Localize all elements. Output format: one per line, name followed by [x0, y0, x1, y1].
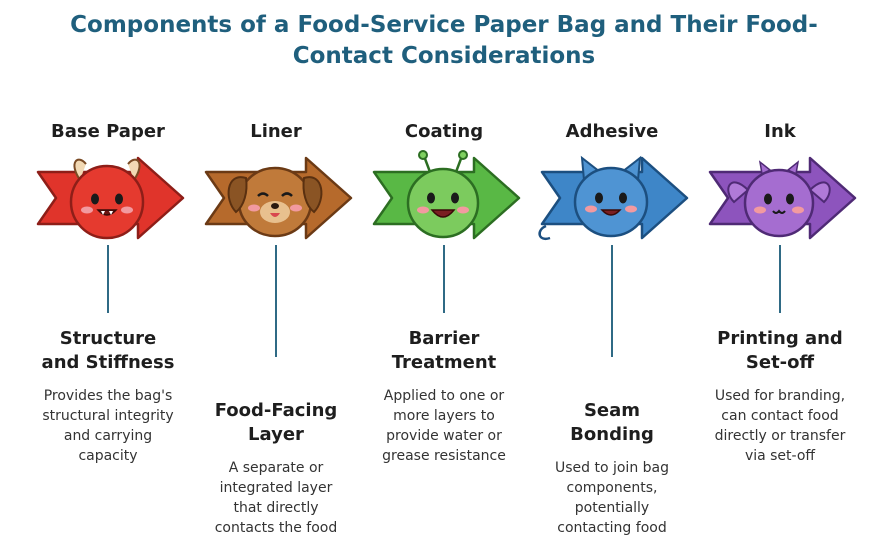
description-line: components, [566, 480, 658, 496]
description-line: capacity [78, 448, 138, 464]
heading-line: Treatment [391, 352, 497, 373]
description-line: more layers to [393, 408, 495, 424]
component-heading: Printing and Set-off [695, 327, 865, 375]
component-base-paper: Base Paper Structure and Stiffness Provi… [23, 0, 193, 557]
component-liner: Liner Food-Facing Layer A separate or in… [191, 0, 361, 557]
heading-line: Structure [59, 328, 157, 349]
winged-monster-icon [708, 156, 857, 240]
connector-line [443, 245, 445, 313]
description-line: contacts the food [214, 520, 338, 536]
connector-line [611, 245, 613, 357]
heading-line: Food-Facing [214, 400, 338, 421]
heading-line: Seam [583, 400, 641, 421]
description-line: via set-off [744, 448, 816, 464]
description-line: Used to join bag [554, 460, 670, 476]
heading-line: Layer [248, 424, 304, 445]
antenna-monster-icon [372, 150, 521, 240]
title-line-2: Contact Considerations [292, 43, 596, 69]
component-adhesive: Adhesive Seam Bonding Used to join bag c… [527, 0, 697, 557]
component-coating: Coating Barrier Treatment Applied to one… [359, 0, 529, 557]
heading-line: Bonding [570, 424, 654, 445]
component-heading: Food-Facing Layer [191, 399, 361, 447]
connector-line [107, 245, 109, 313]
description-line: integrated layer [219, 480, 333, 496]
heading-line: Barrier [408, 328, 480, 349]
description-line: contacting food [557, 520, 667, 536]
component-heading: Barrier Treatment [359, 327, 529, 375]
component-name: Base Paper [51, 121, 165, 142]
horned-monster-icon [36, 156, 185, 240]
description-line: can contact food [721, 408, 839, 424]
title-line-1: Components of a Food-Service Paper Bag a… [70, 12, 818, 38]
description-line: grease resistance [382, 448, 506, 464]
description-line: provide water or [386, 428, 502, 444]
heading-line: Set-off [745, 352, 815, 373]
component-description: Used to join bag components, potentially… [527, 458, 697, 538]
component-name: Liner [250, 121, 302, 142]
component-name: Adhesive [565, 121, 659, 142]
connector-line [275, 245, 277, 357]
description-line: potentially [574, 500, 650, 516]
component-ink: Ink Printing and Set-off Used for brandi… [695, 0, 865, 557]
diagram-title: Components of a Food-Service Paper Bag a… [0, 10, 888, 72]
cat-monster-icon [538, 155, 689, 241]
component-heading: Seam Bonding [527, 399, 697, 447]
component-description: Used for branding, can contact food dire… [695, 386, 865, 466]
description-line: directly or transfer [714, 428, 846, 444]
description-line: A separate or [228, 460, 324, 476]
component-name: Coating [404, 121, 484, 142]
description-line: that directly [233, 500, 319, 516]
component-heading: Structure and Stiffness [23, 327, 193, 375]
description-line: Provides the bag's [43, 388, 173, 404]
description-line: Used for branding, [714, 388, 846, 404]
component-description: A separate or integrated layer that dire… [191, 458, 361, 538]
heading-line: and Stiffness [41, 352, 175, 373]
component-description: Applied to one or more layers to provide… [359, 386, 529, 466]
puppy-monster-icon [204, 156, 353, 240]
description-line: Applied to one or [383, 388, 505, 404]
component-name: Ink [764, 121, 796, 142]
connector-line [779, 245, 781, 313]
component-description: Provides the bag's structural integrity … [23, 386, 193, 466]
description-line: structural integrity [42, 408, 174, 424]
description-line: and carrying [63, 428, 153, 444]
heading-line: Printing and [717, 328, 843, 349]
